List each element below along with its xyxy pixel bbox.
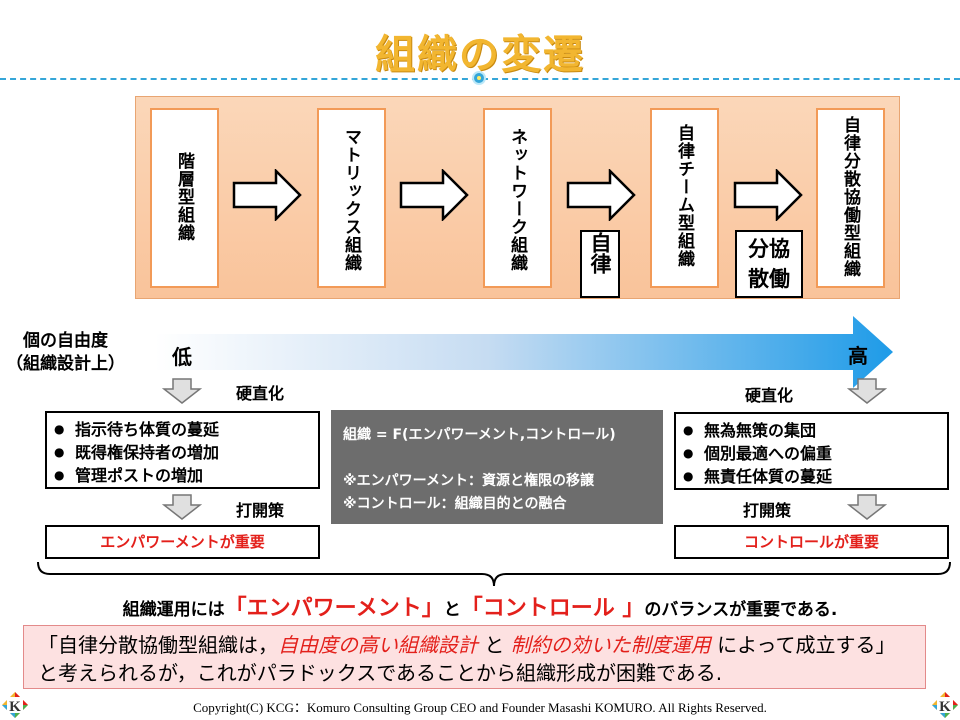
stage-matrix: マトリックス組織 — [317, 108, 386, 288]
stage-autonomous-distributed: 自律分散協働型組織 — [816, 108, 885, 288]
autonomy-keyword: 自律 — [580, 230, 620, 298]
freedom-scale-arrow — [155, 316, 893, 388]
kcg-logo: K — [2, 692, 28, 718]
stage-label: 自律チーム型組織 — [674, 124, 694, 268]
freedom-axis-label: 個の自由度 （組織設計上） — [6, 331, 125, 374]
svg-text:K: K — [939, 699, 951, 715]
stage-label: 自律分散協働型組織 — [840, 116, 860, 278]
right-arrow-icon — [399, 169, 469, 221]
empowerment-remedy: エンパワーメントが重要 — [45, 525, 320, 559]
list-item: 個別最適への偏重 — [676, 442, 947, 465]
down-arrow-icon — [162, 494, 202, 520]
balance-statement: 組織運用には「エンパワーメント」と「コントロール 」のバランスが重要である. — [122, 596, 838, 621]
distributed-keyword: 分協 散働 — [735, 230, 803, 298]
remedy-label: 打開策 — [743, 501, 792, 520]
down-arrow-icon — [847, 378, 887, 404]
stage-hierarchical: 階層型組織 — [150, 108, 219, 288]
down-arrow-icon — [162, 378, 202, 404]
control-remedy: コントロールが重要 — [674, 525, 949, 559]
freedom-low-label: 低 — [172, 345, 192, 369]
right-arrow-icon — [566, 169, 636, 221]
list-item: 管理ポストの増加 — [47, 464, 318, 487]
stage-autonomous-team: 自律チーム型組織 — [650, 108, 719, 288]
list-item: 既得権保持者の増加 — [47, 441, 318, 464]
remedy-label: 打開策 — [236, 501, 285, 520]
down-arrow-icon — [847, 494, 887, 520]
freedom-high-label: 高 — [848, 344, 868, 368]
page-title: 組織の変遷 — [375, 32, 585, 78]
list-item: 指示待ち体質の蔓延 — [47, 418, 318, 441]
stiffening-label: 硬直化 — [745, 386, 794, 405]
left-problems-box: 指示待ち体質の蔓延 既得権保持者の増加 管理ポストの増加 — [45, 411, 320, 489]
stage-label: ネットワーク組織 — [507, 128, 527, 272]
kcg-logo: K — [932, 692, 958, 718]
formula-box: 組織 = F(エンパワーメント,コントロール) ※エンパワーメント：資源と権限の… — [331, 410, 663, 524]
svg-text:K: K — [9, 699, 21, 715]
stage-network: ネットワーク組織 — [483, 108, 552, 288]
copyright-footer: Copyright(C) KCG：Komuro Consulting Group… — [193, 700, 767, 715]
brace-bracket — [37, 561, 951, 587]
stiffening-label: 硬直化 — [236, 384, 285, 403]
title-ornament-icon — [472, 71, 486, 85]
stage-label: 階層型組織 — [174, 152, 194, 242]
paradox-statement: 「自律分散協働型組織は，自由度の高い組織設計 と 制約の効いた制度運用 によって… — [23, 625, 926, 689]
right-arrow-icon — [232, 169, 302, 221]
list-item: 無責任体質の蔓延 — [676, 465, 947, 488]
right-arrow-icon — [733, 169, 803, 221]
right-problems-box: 無為無策の集団 個別最適への偏重 無責任体質の蔓延 — [674, 412, 949, 490]
list-item: 無為無策の集団 — [676, 419, 947, 442]
stage-label: マトリックス組織 — [341, 128, 361, 272]
